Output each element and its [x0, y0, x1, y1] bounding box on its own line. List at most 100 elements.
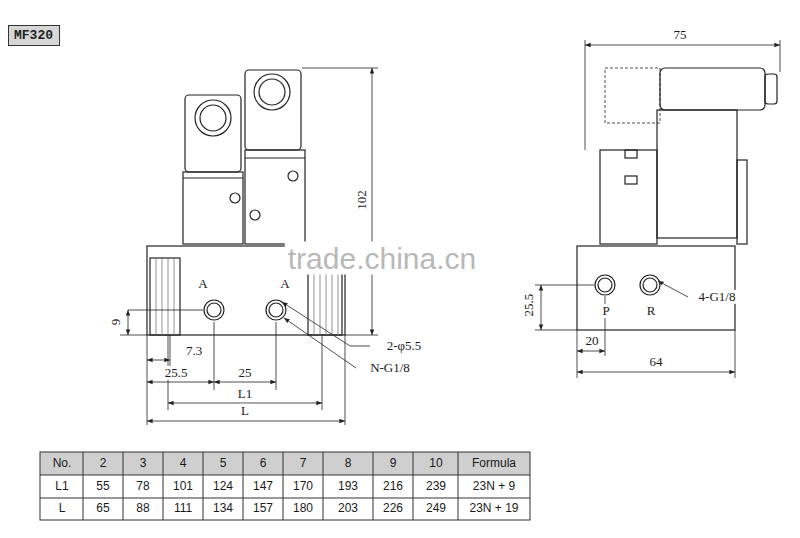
plug-outline: [605, 68, 660, 123]
table-cell: 226: [383, 502, 403, 515]
table-header: 5: [220, 457, 227, 470]
dimension-line: [147, 382, 214, 383]
table-cell: 249: [426, 502, 446, 515]
extension-line: [535, 40, 780, 378]
table-cell: 170: [293, 480, 313, 493]
dimension: 7.3: [184, 344, 204, 358]
coil-head: [185, 95, 241, 172]
table-header: 4: [180, 457, 187, 470]
dimension-line: [147, 421, 345, 422]
watermark: trade.china.cn: [285, 242, 479, 275]
dimension-line: [585, 45, 780, 46]
table-line: [40, 452, 530, 520]
table-cell: 134: [213, 502, 233, 515]
dimension-line: [372, 68, 373, 335]
dimension: 25: [237, 366, 254, 380]
table-cell: 180: [293, 502, 313, 515]
screw: [625, 176, 637, 184]
table-cell: 239: [426, 480, 446, 493]
connector: [200, 105, 226, 131]
table-header: No.: [53, 457, 72, 470]
hole-spec: 2-φ5.5: [385, 339, 424, 353]
coil: [183, 172, 243, 244]
model-name: MF320: [14, 28, 54, 43]
hatch: [156, 258, 174, 335]
dimension: 25.5: [163, 366, 190, 380]
table-cell: 147: [253, 480, 273, 493]
dimension-line: [128, 310, 129, 335]
port-name: A: [196, 277, 209, 291]
dimension: 9: [109, 317, 123, 328]
table-cell: 216: [383, 480, 403, 493]
plug: [660, 68, 765, 110]
screw: [625, 150, 637, 158]
port: [640, 275, 660, 295]
table-cell: 88: [136, 502, 149, 515]
connector: [254, 74, 290, 110]
model-tag: MF320: [8, 25, 60, 46]
screw: [250, 210, 260, 220]
table-cell: 157: [253, 502, 273, 515]
coil-edge: [183, 158, 305, 178]
dimension: L1: [236, 387, 254, 401]
side-dimensions: [535, 40, 780, 378]
table-cell: 111: [174, 502, 192, 515]
table-header: 10: [429, 457, 442, 470]
table-cell: 203: [338, 502, 358, 515]
leader-line: [284, 318, 356, 368]
table-cell: 124: [213, 480, 233, 493]
port-name: R: [645, 304, 658, 318]
table-border: [40, 452, 530, 520]
coil: [657, 110, 737, 238]
port: [269, 303, 283, 317]
dimension: 64: [648, 355, 665, 369]
dimension-table: [40, 452, 530, 520]
screw: [288, 171, 298, 181]
dimension: 25.5: [522, 292, 536, 319]
table-header: L1: [55, 480, 68, 493]
dimension: 102: [355, 188, 369, 212]
table-header: 6: [260, 457, 267, 470]
table-cell: 23N + 19: [469, 502, 518, 515]
dimension: L: [239, 404, 251, 418]
table-header: 3: [140, 457, 147, 470]
table-cell: 23N + 9: [473, 480, 515, 493]
table-header: 7: [300, 457, 307, 470]
dimension-line: [147, 360, 170, 361]
valve-body: [600, 150, 657, 244]
port: [204, 300, 224, 320]
port: [595, 275, 615, 295]
table-cell: 193: [338, 480, 358, 493]
dimension: 20: [584, 334, 601, 348]
coil: [245, 150, 305, 244]
dimension: 75: [672, 28, 689, 42]
table-header: Formula: [472, 457, 516, 470]
dimension-line: [214, 382, 276, 383]
table-cell: 101: [173, 480, 193, 493]
dimension-line: [577, 351, 605, 352]
thread-spec: N-G1/8: [368, 361, 412, 375]
dimension-line: [577, 372, 735, 373]
side-view: [577, 68, 777, 330]
port: [207, 303, 221, 317]
mount-hole: [150, 258, 180, 335]
table-cell: 65: [96, 502, 109, 515]
table-header: L: [59, 502, 66, 515]
table-cell: 78: [136, 480, 149, 493]
table-header: 9: [390, 457, 397, 470]
table-cell: 55: [96, 480, 109, 493]
leader-line: [350, 346, 370, 347]
connector: [259, 79, 285, 105]
plate: [737, 160, 747, 244]
port: [598, 278, 612, 292]
front-view: [147, 70, 345, 335]
manifold-base: [577, 246, 735, 330]
dimension-line: [541, 285, 542, 330]
table-header: 8: [345, 457, 352, 470]
coil-head: [245, 70, 301, 150]
table-grid: [40, 452, 530, 520]
table-header: [40, 452, 530, 475]
thread-spec: 4-G1/8: [697, 290, 738, 304]
screw: [230, 193, 240, 203]
port-name: P: [600, 304, 611, 318]
